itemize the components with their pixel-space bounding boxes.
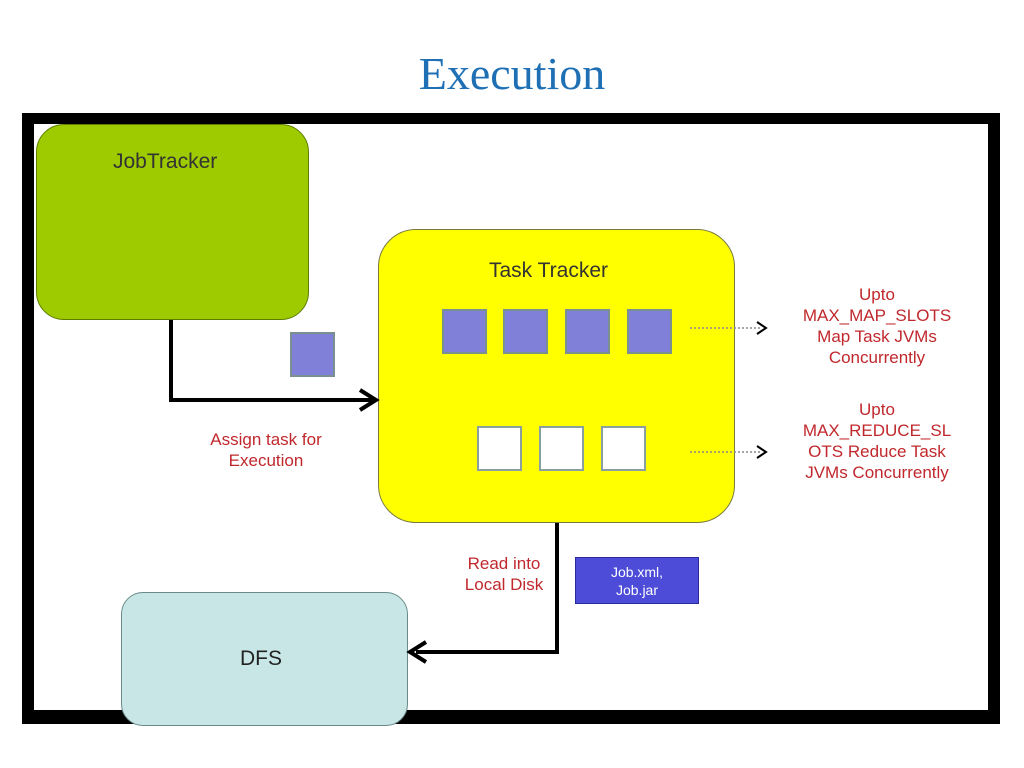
read-annotation: Read into Local Disk bbox=[464, 554, 544, 594]
assign-arrow bbox=[169, 320, 372, 402]
map-slot bbox=[565, 309, 610, 354]
map-slot bbox=[627, 309, 672, 354]
read-arrow bbox=[416, 523, 559, 654]
assign-annotation: Assign task for Execution bbox=[210, 430, 322, 470]
task-tracker-node: Task Tracker bbox=[378, 229, 735, 523]
read-arrowhead bbox=[406, 640, 428, 664]
reduce-slot bbox=[477, 426, 522, 471]
map-slot bbox=[503, 309, 548, 354]
job-tracker-label: JobTracker bbox=[113, 150, 218, 173]
task-tracker-label: Task Tracker bbox=[489, 259, 609, 282]
job-jar-label: Job.jar bbox=[615, 582, 659, 598]
job-xml-label: Job.xml, bbox=[610, 564, 664, 580]
reduce-slot bbox=[601, 426, 646, 471]
assigned-task-slot bbox=[290, 332, 335, 377]
assign-arrowhead bbox=[358, 388, 380, 412]
reduce-slots-arrowhead bbox=[756, 445, 768, 459]
dfs-label: DFS bbox=[240, 647, 282, 670]
dfs-node: DFS bbox=[121, 592, 408, 726]
map-slot bbox=[442, 309, 487, 354]
slide-title: Execution bbox=[418, 48, 606, 99]
map-slots-arrowhead bbox=[756, 321, 768, 335]
job-tracker-node: JobTracker bbox=[36, 124, 309, 320]
map-slots-annotation: Upto MAX_MAP_SLOTS Map Task JVMs Concurr… bbox=[802, 285, 952, 367]
reduce-slot bbox=[539, 426, 584, 471]
reduce-slots-annotation: Upto MAX_REDUCE_SL OTS Reduce Task JVMs … bbox=[802, 400, 952, 482]
job-files-box: Job.xml, Job.jar bbox=[575, 557, 699, 604]
